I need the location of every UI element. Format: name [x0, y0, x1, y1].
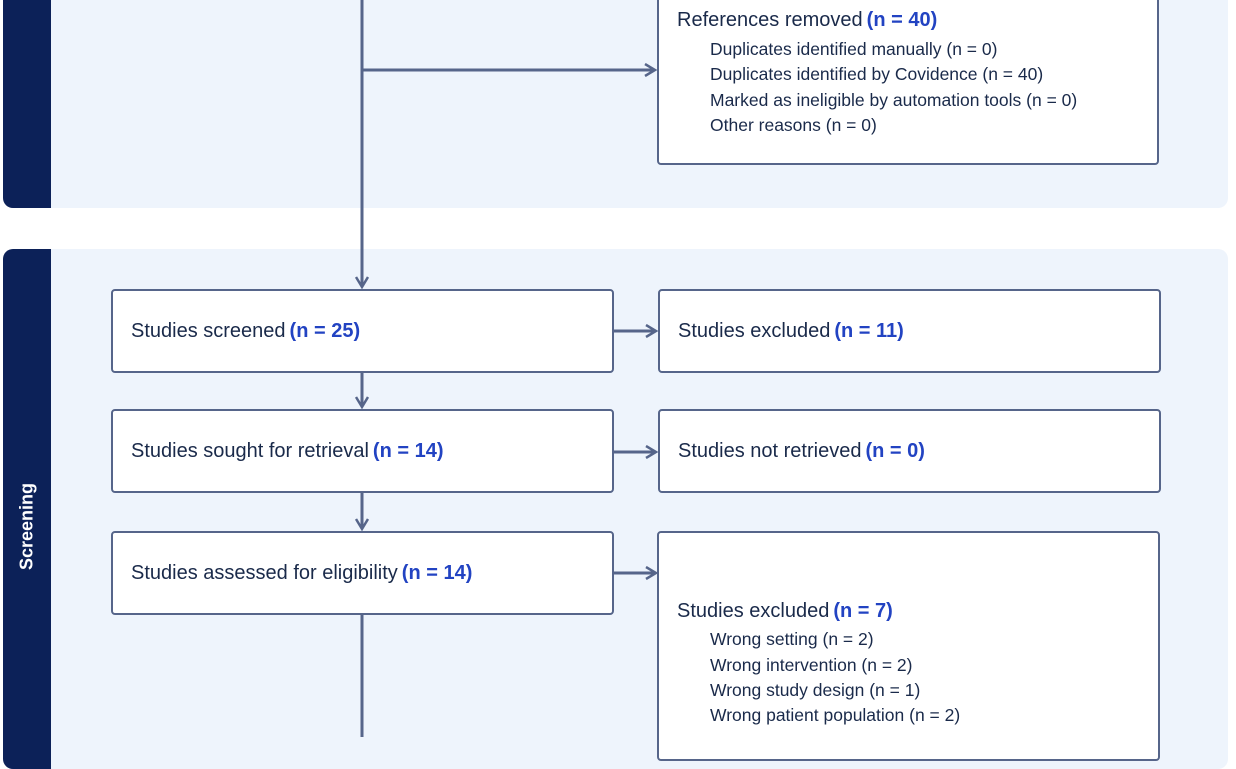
exclusion-reason-item: Wrong setting (n = 2)	[710, 629, 874, 649]
studies-excluded-screening-label: Studies excluded	[678, 320, 831, 342]
screening-rail: Screening	[3, 249, 51, 769]
studies-not-retrieved-box: Studies not retrieved(n = 0)	[658, 409, 1161, 493]
references-removed-count: (n = 40)	[866, 9, 938, 31]
studies-assessed-box: Studies assessed for eligibility(n = 14)	[111, 531, 614, 615]
studies-not-retrieved-count: (n = 0)	[865, 440, 925, 462]
studies-excluded-eligibility-box: Studies excluded(n = 7) Wrong setting (n…	[657, 531, 1160, 761]
studies-assessed-count: (n = 14)	[401, 562, 473, 584]
flow-connectors	[0, 0, 1236, 737]
studies-sought-count: (n = 14)	[372, 440, 444, 462]
studies-sought-label: Studies sought for retrieval	[131, 440, 369, 462]
studies-sought-box: Studies sought for retrieval(n = 14)	[111, 409, 614, 493]
reason-item: Duplicates identified manually (n = 0)	[710, 39, 998, 59]
references-removed-label: References removed	[677, 9, 863, 31]
studies-screened-label: Studies screened	[131, 320, 286, 342]
studies-not-retrieved-label: Studies not retrieved	[678, 440, 862, 462]
studies-screened-count: (n = 25)	[289, 320, 361, 342]
studies-excluded-eligibility-label: Studies excluded	[677, 600, 830, 622]
exclusion-reason-item: Wrong study design (n = 1)	[710, 680, 921, 700]
identification-rail	[3, 0, 51, 208]
reason-item: Marked as ineligible by automation tools…	[710, 90, 1078, 110]
studies-excluded-screening-count: (n = 11)	[834, 320, 904, 342]
exclusion-reason-item: Wrong intervention (n = 2)	[710, 655, 913, 675]
studies-assessed-label: Studies assessed for eligibility	[131, 562, 398, 584]
studies-excluded-eligibility-count: (n = 7)	[833, 600, 893, 622]
reason-item: Duplicates identified by Covidence (n = …	[710, 64, 1044, 84]
references-removed-box: References removed(n = 40) Duplicates id…	[657, 0, 1159, 165]
studies-screened-box: Studies screened(n = 25)	[111, 289, 614, 373]
exclusion-reason-item: Wrong patient population (n = 2)	[710, 705, 961, 725]
studies-excluded-screening-box: Studies excluded(n = 11)	[658, 289, 1161, 373]
reason-item: Other reasons (n = 0)	[710, 115, 877, 135]
